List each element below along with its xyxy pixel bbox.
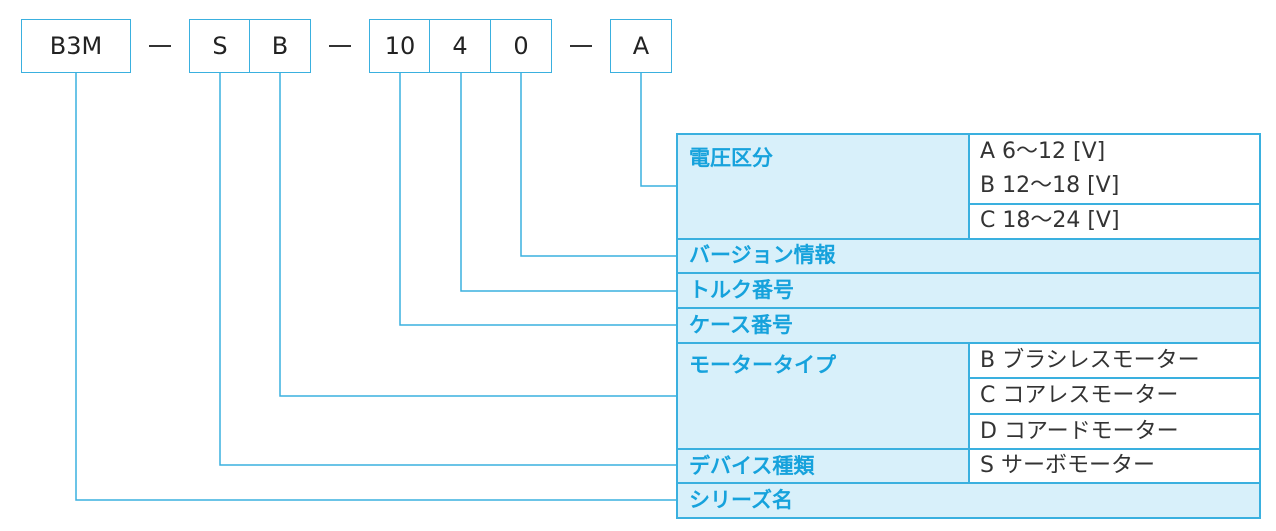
connector-series (75, 73, 677, 501)
code-version: 0 (513, 32, 529, 60)
code-torque-box: 4 (429, 19, 491, 73)
value-divider (968, 377, 1260, 379)
code-series: B3M (49, 32, 103, 60)
connector-case (399, 73, 677, 326)
label-motor: モータータイプ (677, 343, 968, 449)
value-divider (968, 203, 1260, 205)
label-series: シリーズ名 (677, 483, 1260, 518)
code-dash-1 (149, 45, 171, 47)
table-border-bottom (677, 517, 1261, 519)
connector-voltage (640, 73, 677, 187)
code-case-box: 10 (369, 19, 431, 73)
code-dash-3 (570, 45, 592, 47)
column-divider (968, 342, 970, 483)
row-divider (677, 307, 1261, 309)
code-motor-box: B (249, 19, 311, 73)
voltage-option-a: A 6～12 [V] (968, 134, 1260, 170)
device-option-s: S サーボモーター (968, 449, 1260, 483)
code-torque: 4 (452, 32, 468, 60)
label-case: ケース番号 (677, 308, 1260, 343)
connector-torque (460, 73, 677, 292)
connector-version (520, 73, 677, 257)
label-version: バージョン情報 (677, 238, 1260, 273)
code-version-box: 0 (490, 19, 552, 73)
label-torque: トルク番号 (677, 273, 1260, 308)
motor-option-b: B ブラシレスモーター (968, 343, 1260, 378)
code-case: 10 (384, 32, 416, 60)
label-device: デバイス種類 (677, 449, 968, 483)
code-voltage: A (632, 32, 650, 60)
table-border-left (676, 133, 678, 519)
column-divider (968, 133, 970, 239)
voltage-option-b: B 12～18 [V] (968, 168, 1260, 204)
code-series-box: B3M (21, 19, 131, 73)
row-divider (677, 272, 1261, 274)
connector-device (219, 73, 677, 466)
code-motor: B (271, 32, 289, 60)
connector-motor (279, 73, 677, 397)
label-voltage: 電圧区分 (677, 134, 968, 238)
motor-option-d: D コアードモーター (968, 414, 1260, 449)
table-border-right (1259, 133, 1261, 519)
code-dash-2 (329, 45, 351, 47)
value-divider (968, 413, 1260, 415)
code-device: S (212, 32, 228, 60)
motor-option-c: C コアレスモーター (968, 378, 1260, 414)
code-voltage-box: A (610, 19, 672, 73)
voltage-option-c: C 18～24 [V] (968, 204, 1260, 238)
